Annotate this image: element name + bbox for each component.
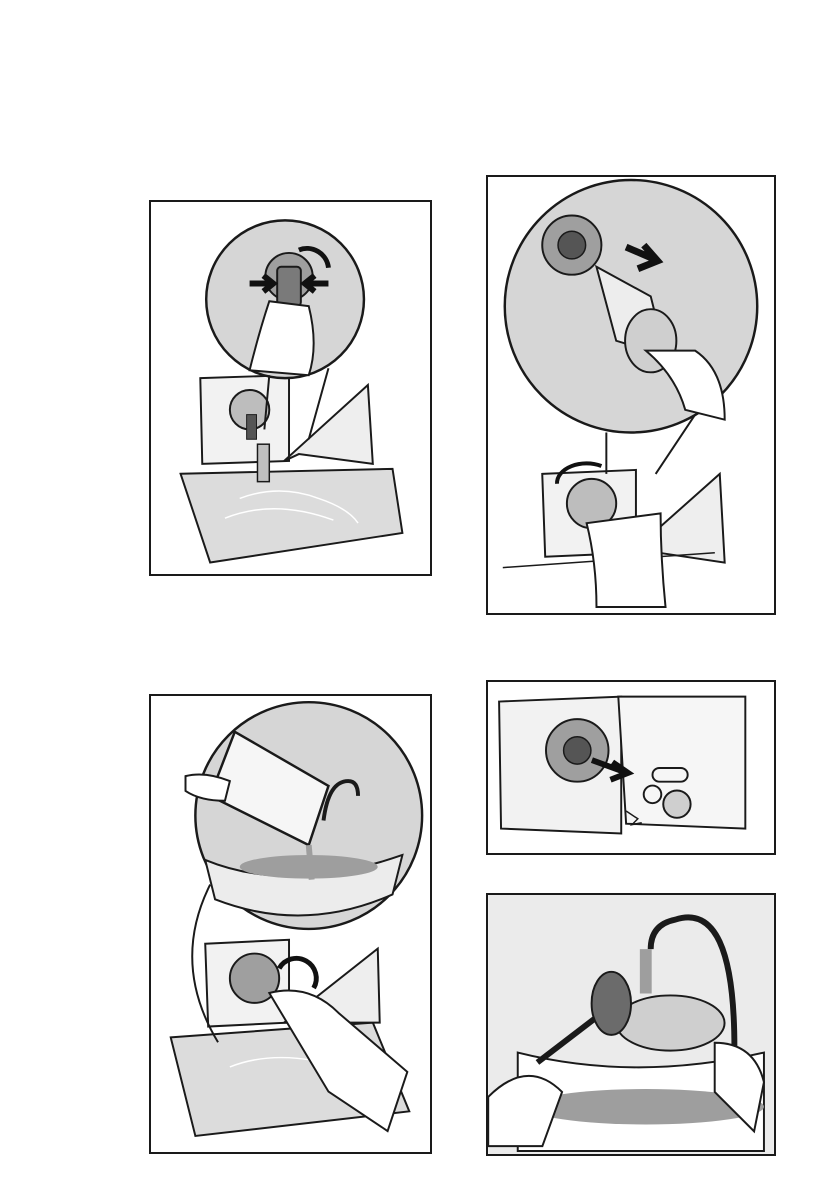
figure-drain-water: [149, 200, 432, 576]
service-flap: [284, 385, 373, 464]
figure-empty-tray: [149, 694, 432, 1154]
figure-remove-filter: [486, 175, 776, 615]
figure-filter-housing: [486, 680, 776, 855]
drain-tray: [181, 469, 403, 563]
water-stream: [257, 444, 269, 481]
filter-body: [616, 995, 724, 1050]
figure-rinse-filter: [486, 893, 776, 1156]
